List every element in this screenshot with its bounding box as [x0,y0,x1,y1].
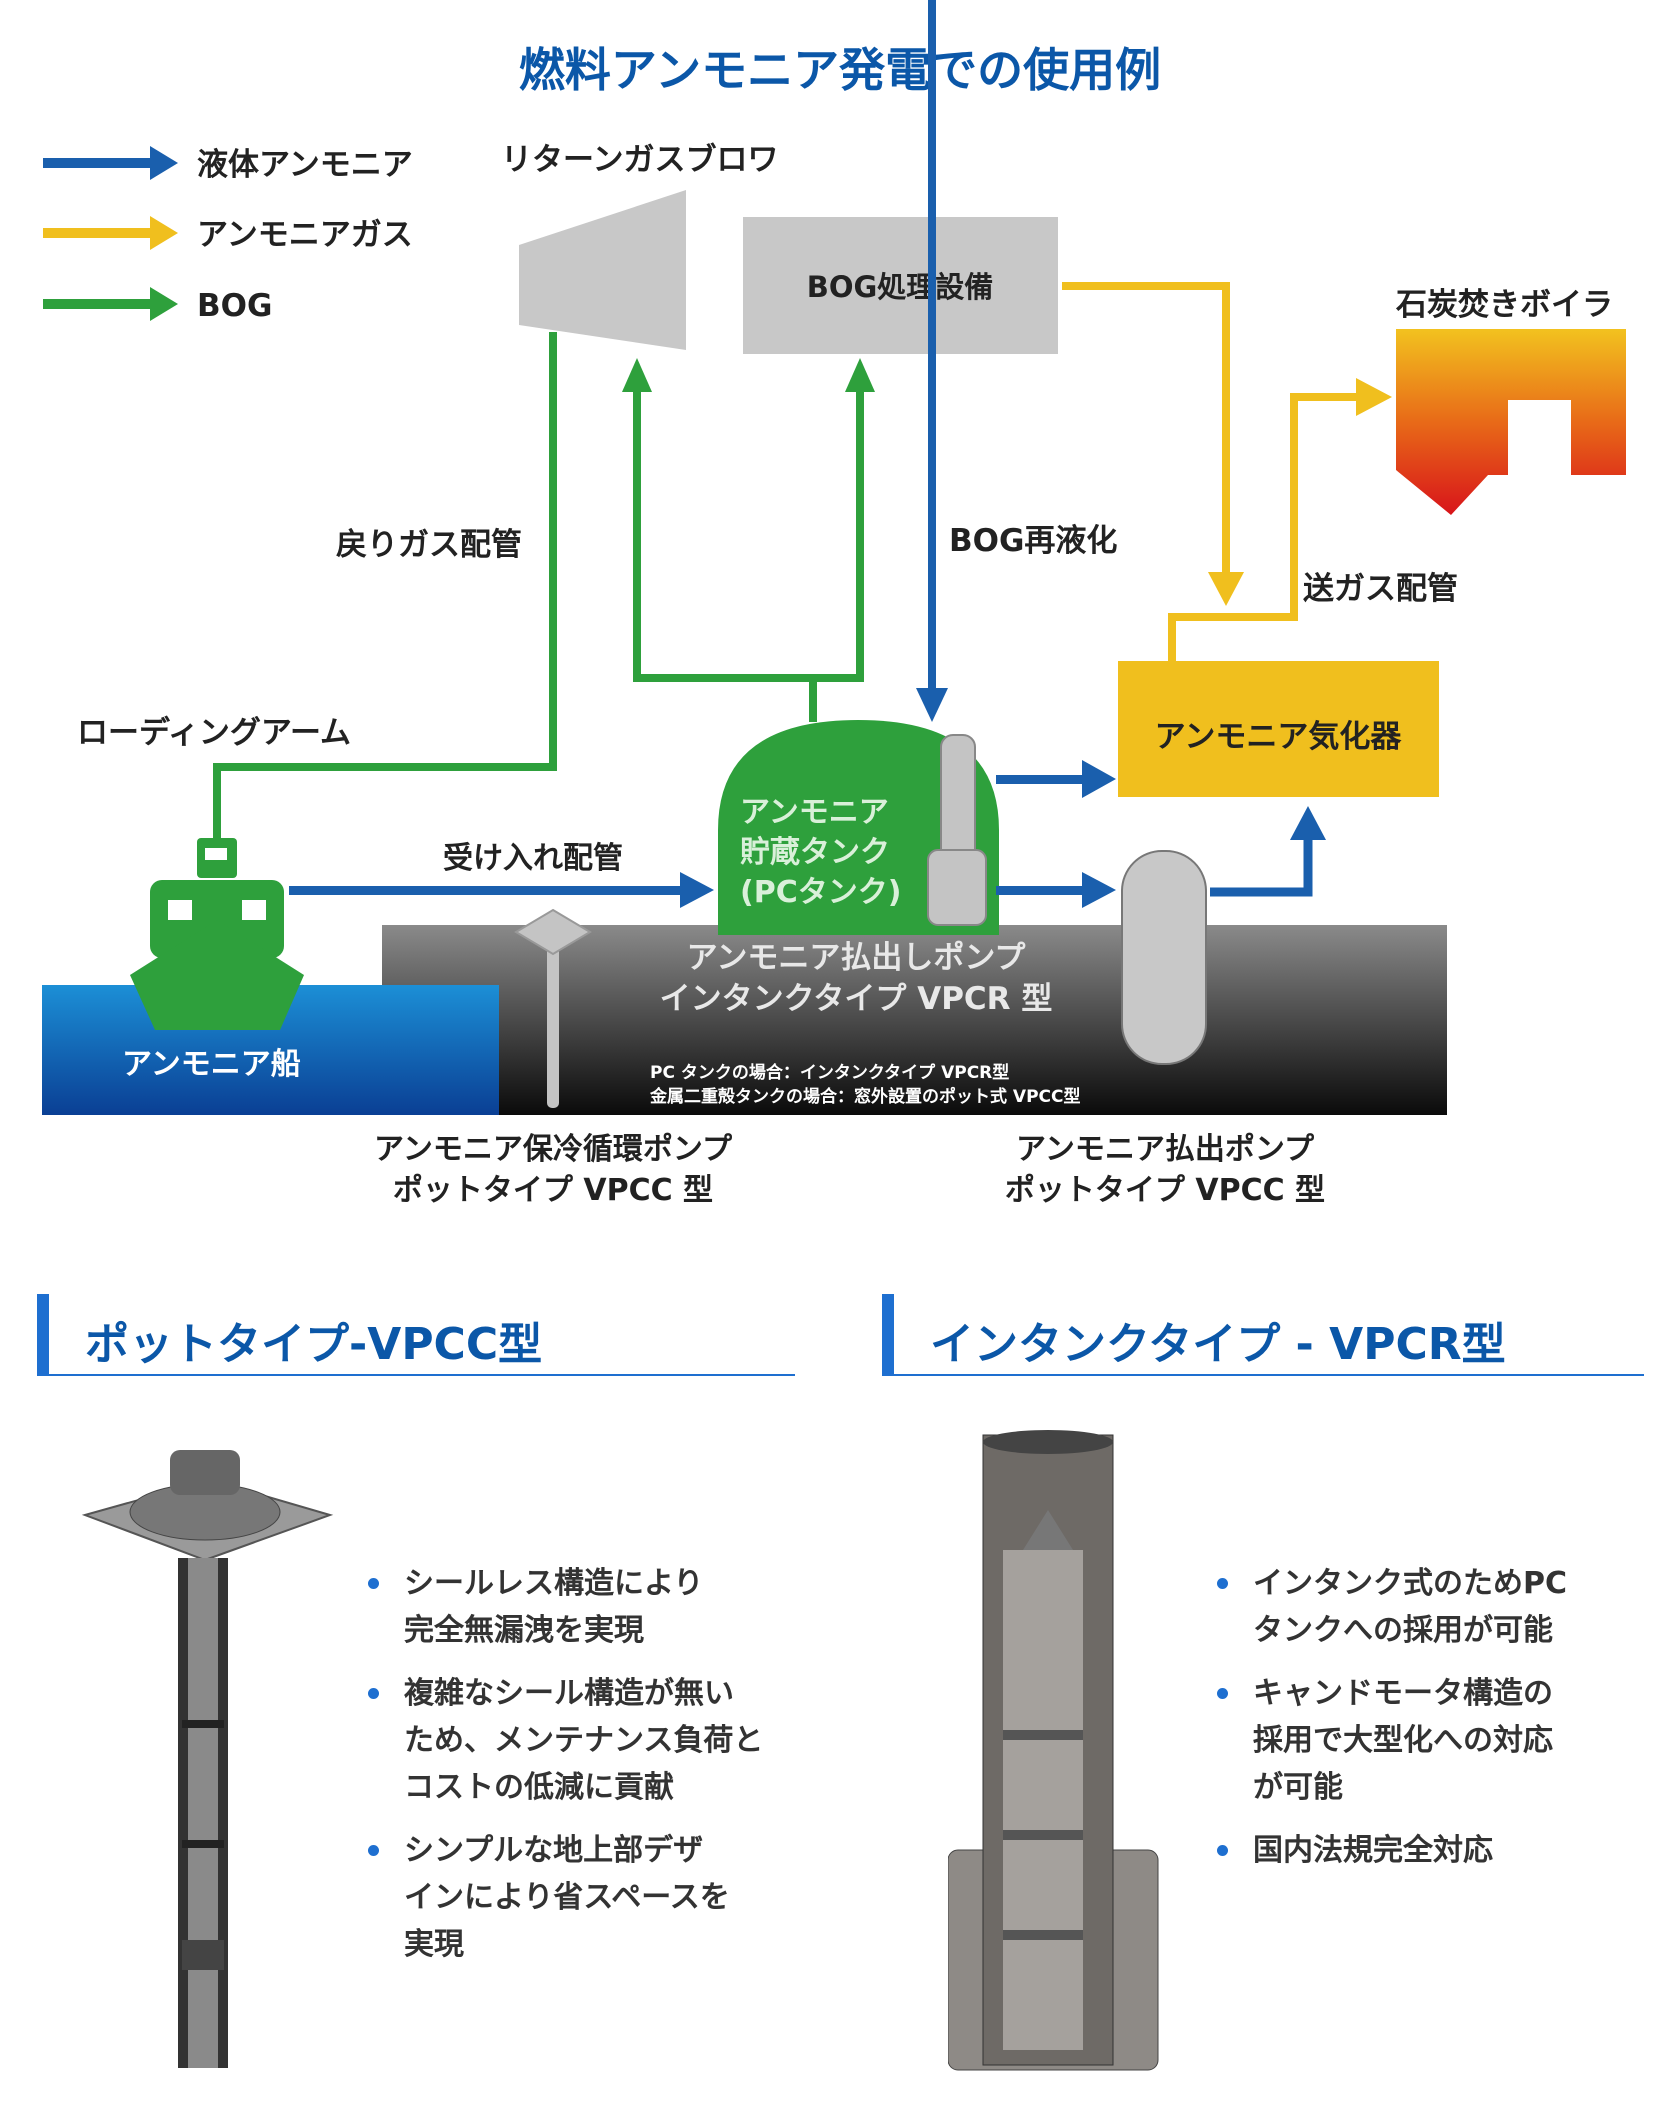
bog-arrow-up-icon [845,358,875,392]
circulation-pump-label: アンモニア保冷循環ポンプ [374,1132,733,1167]
ground [382,925,1447,1115]
bog-unit-box [743,217,1058,354]
arrow-right-icon [680,872,714,908]
bog-arrow-up-icon [622,358,652,392]
circulation-pump-label: ポットタイプ VPCC 型 [393,1173,713,1208]
feature-item: 国内法規完全対応 [1217,1827,1653,1874]
feature-item: シンプルな地上部デザインにより省スペースを実現 [368,1827,784,1968]
legend-gas-arrow-icon [43,216,178,250]
tank-label-line: 貯蔵タンク [740,835,890,870]
vpcr-pump-image [948,1430,1159,2071]
send-gas-pipe-label: 送ガス配管 [1303,571,1458,607]
discharge-pump-shape [1121,850,1207,1065]
tank-label-line: (PCタンク) [740,875,901,910]
bog-unit-label: BOG処理設備 [807,270,994,304]
legend-liquid-arrow-icon [43,146,178,180]
tank-label-line: アンモニア [740,795,889,830]
note-line: 金属二重殻タンクの場合：窓外設置のポット式 VPCC型 [649,1086,1081,1107]
boiler-shape [1396,329,1626,515]
return-blower-shape [519,190,686,350]
feature-item: 複雑なシール構造が無いため、メンテナンス負荷とコストの低減に貢献 [368,1670,784,1811]
receiving-pipe-label: 受け入れ配管 [443,841,623,876]
intank-pump-label: インタンクタイプ VPCR 型 [660,981,1053,1017]
arrow-right-icon [1082,760,1116,798]
circulation-pump-shape [547,940,559,1108]
feature-item: キャンドモータ構造の採用で大型化への対応が可能 [1217,1670,1653,1811]
section-title: インタンクタイプ - VPCR型 [930,1319,1506,1370]
vaporizer-box [1118,661,1439,797]
boiler-label: 石炭焚きボイラ [1395,287,1613,323]
ship-icon [130,838,304,1030]
page-title: 燃料アンモニア発電での使用例 [518,43,1162,97]
section-header-vpcc: ポットタイプ-VPCC型 [37,1294,795,1376]
arrow-up-icon [1290,806,1326,840]
send-gas-pipe [1168,393,1360,661]
legend-gas-label: アンモニアガス [197,217,413,253]
arrow-down-icon [916,688,948,722]
legend-bog-arrow-icon [43,287,178,321]
discharge-pump-label: アンモニア払出ポンプ [1016,1132,1315,1167]
arrow-right-icon [1356,378,1392,416]
return-pipe-label: 戻りガス配管 [336,527,522,563]
legend-liquid-label: 液体アンモニア [197,147,413,183]
section-header-vpcr: インタンクタイプ - VPCR型 [882,1294,1644,1376]
loading-arm-label: ローディングアーム [77,715,351,751]
gas-line-to-vaporizer [1062,282,1230,575]
intank-pump-label: アンモニア払出しポンプ [687,940,1027,976]
arrow-down-icon [1208,572,1244,606]
legend-bog-label: BOG [197,288,272,324]
vpcc-pump-image [81,1450,334,2068]
ship-label: アンモニア船 [122,1047,301,1082]
vaporizer-label: アンモニア気化器 [1155,719,1403,755]
feature-item: シールレス構造により完全無漏洩を実現 [368,1560,784,1654]
ammonia-power-diagram: 液体アンモニア アンモニアガス BOG リターンガスブロワ BOG処理設備 石炭… [42,0,1626,1208]
return-blower-label: リターンガスブロワ [501,142,778,178]
section-title: ポットタイプ-VPCC型 [85,1319,543,1370]
note-line: PC タンクの場合：インタンクタイプ VPCR型 [650,1062,1009,1083]
vpcc-feature-list: シールレス構造により完全無漏洩を実現 複雑なシール構造が無いため、メンテナンス負… [368,1560,784,1984]
bog-reliquefaction-label: BOG再液化 [949,523,1117,559]
legend: 液体アンモニア アンモニアガス BOG [43,146,413,324]
arrow-right-icon [1082,872,1116,908]
bog-return-pipe [213,332,864,840]
discharge-pump-label: ポットタイプ VPCC 型 [1005,1173,1325,1208]
receiving-pipe-line [289,886,684,895]
